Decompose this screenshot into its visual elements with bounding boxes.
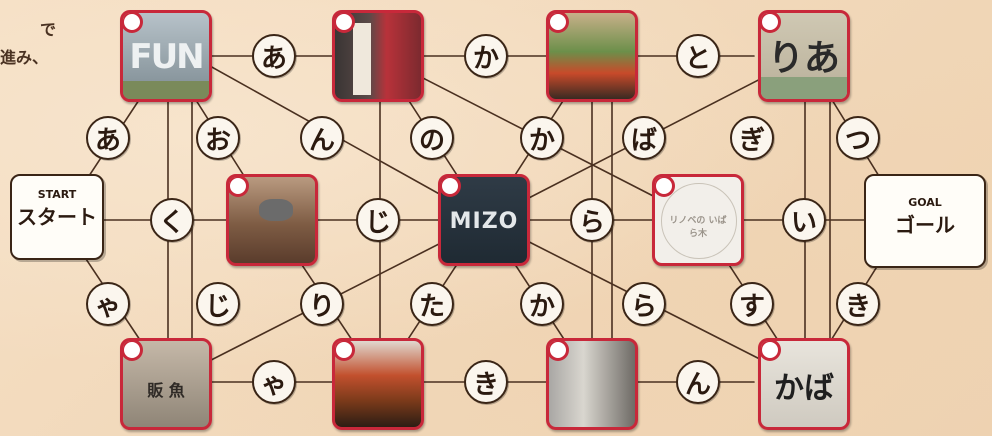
photo-ria[interactable]: りあ [758, 10, 850, 102]
instruction-line-1: で [40, 20, 57, 39]
char-node-r4-ra[interactable]: ら [622, 282, 666, 326]
char-node-r2-o[interactable]: お [196, 116, 240, 160]
goal-label-en: GOAL [908, 196, 942, 209]
char-node-r2-a[interactable]: あ [86, 116, 130, 160]
pin-icon [655, 177, 675, 197]
photo-hanbaten-sign: 販 魚 [147, 381, 185, 400]
photo-hanbaten[interactable]: 販 魚 [120, 338, 212, 430]
photo-kaba-sign: かば [774, 371, 834, 406]
start-box[interactable]: START スタート [10, 174, 104, 260]
char-node-r2-ba[interactable]: ば [622, 116, 666, 160]
pin-icon [229, 177, 249, 197]
photo-fun[interactable]: FUN [120, 10, 212, 102]
photo-renovation-logo[interactable]: リノベの いばら木 [652, 174, 744, 266]
char-node-r4-su[interactable]: す [730, 282, 774, 326]
char-node-r2-no[interactable]: の [410, 116, 454, 160]
char-node-r2-n[interactable]: ん [300, 116, 344, 160]
char-node-top-ka[interactable]: か [464, 34, 508, 78]
char-node-r2-tsu[interactable]: つ [836, 116, 880, 160]
pin-icon [123, 13, 143, 33]
char-node-bot-ki[interactable]: き [464, 360, 508, 404]
photo-okonomiyaki[interactable] [332, 338, 424, 430]
char-node-top-a[interactable]: あ [252, 34, 296, 78]
photo-fun-ground [123, 81, 209, 99]
char-node-r2-ka[interactable]: か [520, 116, 564, 160]
photo-ria-ground [761, 77, 847, 99]
photo-shop-front[interactable] [546, 10, 638, 102]
photo-statues[interactable] [226, 174, 318, 266]
pin-icon [335, 341, 355, 361]
pin-icon [549, 13, 569, 33]
char-node-r2-gi[interactable]: ぎ [730, 116, 774, 160]
char-node-r4-ta[interactable]: た [410, 282, 454, 326]
char-node-mid-ji[interactable]: じ [356, 198, 400, 242]
char-node-bot-ya[interactable]: ゃ [252, 360, 296, 404]
vertical-banner [353, 23, 371, 95]
photo-building-sign[interactable] [332, 10, 424, 102]
goal-label-jp: ゴール [895, 213, 955, 237]
photo-mizo[interactable]: MIZO [438, 174, 530, 266]
char-node-top-to[interactable]: と [676, 34, 720, 78]
pin-icon [441, 177, 461, 197]
char-node-r4-ki[interactable]: き [836, 282, 880, 326]
start-label-jp: スタート [17, 205, 97, 229]
pin-icon [549, 341, 569, 361]
start-label-en: START [37, 188, 77, 201]
statue-shape [259, 199, 293, 221]
photo-ria-sign: りあ [767, 38, 840, 79]
char-node-r4-ka[interactable]: か [520, 282, 564, 326]
char-node-r4-ji[interactable]: じ [196, 282, 240, 326]
pin-icon [123, 341, 143, 361]
char-node-bot-n[interactable]: ん [676, 360, 720, 404]
photo-kaba[interactable]: かば [758, 338, 850, 430]
instruction-line-2: 進み、 [0, 48, 49, 67]
logo-circle [661, 183, 737, 259]
pin-icon [761, 13, 781, 33]
photo-shop-sign: リノベの いばら木 [669, 216, 727, 239]
char-node-mid-i[interactable]: い [782, 198, 826, 242]
photo-fun-sign: FUN [129, 37, 204, 77]
photo-storefront[interactable] [546, 338, 638, 430]
goal-box[interactable]: GOAL ゴール [864, 174, 986, 268]
char-node-r4-ri[interactable]: り [300, 282, 344, 326]
char-node-mid-ra[interactable]: ら [570, 198, 614, 242]
photo-mizo-sign: MIZO [449, 209, 519, 234]
pin-icon [761, 341, 781, 361]
char-node-r4-ya[interactable]: ゃ [86, 282, 130, 326]
pin-icon [335, 13, 355, 33]
char-node-mid-ku[interactable]: く [150, 198, 194, 242]
